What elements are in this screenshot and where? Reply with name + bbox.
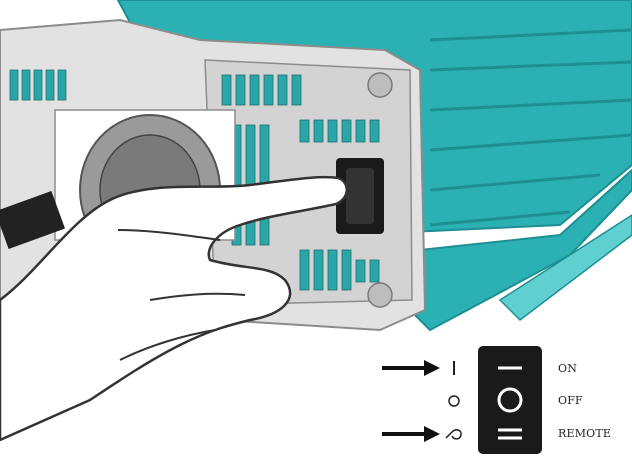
power-off-symbol-icon	[449, 396, 459, 406]
switch-detail	[478, 346, 542, 454]
remote-symbol-icon	[446, 430, 461, 439]
right-arrow-icon	[382, 426, 440, 442]
remote-label: REMOTE	[558, 427, 611, 440]
legend-arrows	[382, 360, 440, 442]
right-arrow-icon	[382, 360, 440, 376]
on-label: ON	[558, 362, 577, 375]
legend-symbols	[446, 361, 461, 439]
off-label: OFF	[558, 394, 583, 407]
